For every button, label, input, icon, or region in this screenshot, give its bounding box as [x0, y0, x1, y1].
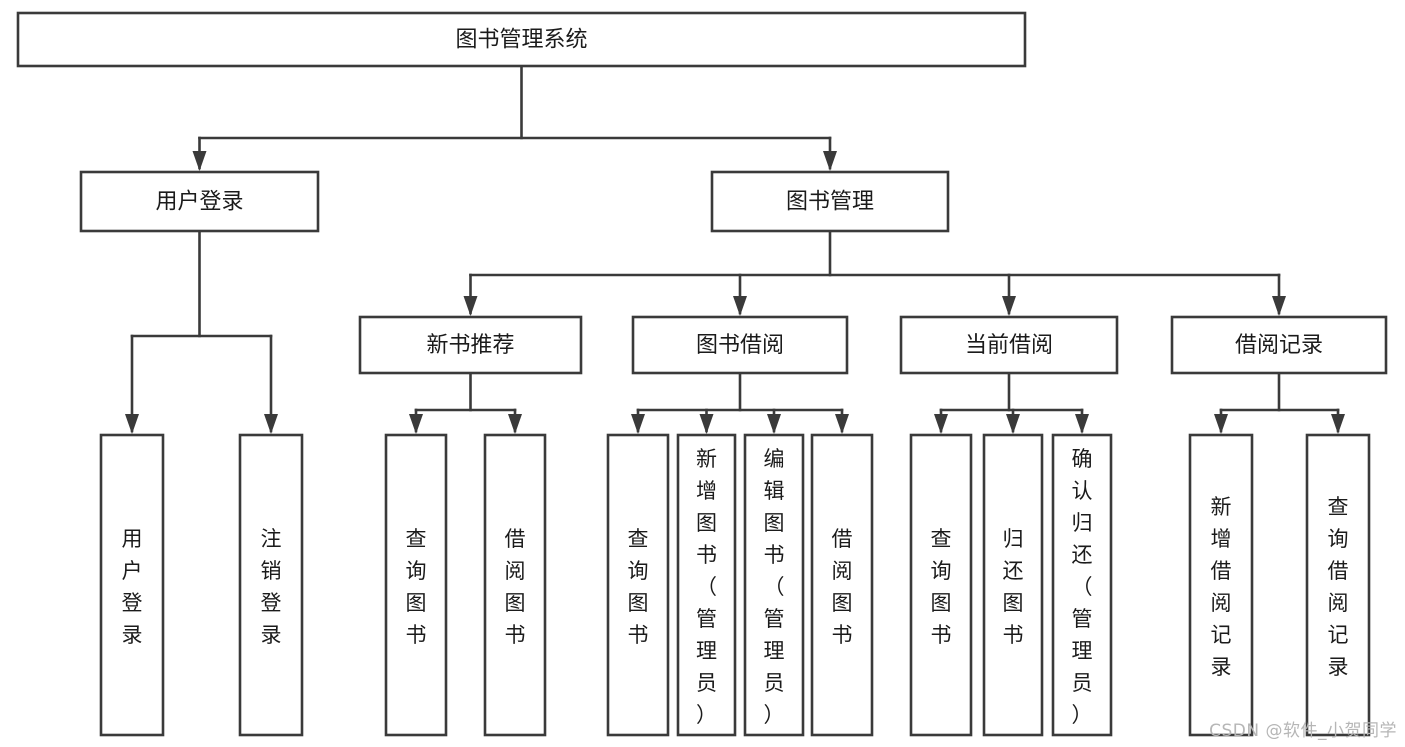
- arrow-head-icon: [1075, 414, 1089, 434]
- node-rect: [743, 433, 805, 737]
- node-level3-图书借阅[interactable]: 图书借阅: [631, 315, 849, 375]
- node-label: 用户登录: [155, 190, 243, 215]
- node-leaf-查询图书[interactable]: 查询图书: [384, 433, 448, 737]
- arrow-head-icon: [264, 414, 278, 434]
- node-rect: [909, 433, 973, 737]
- node-label: 注销登录: [261, 527, 282, 647]
- node-level2-用户登录[interactable]: 用户登录: [79, 170, 320, 233]
- node-label: 确认归还（管理员）: [1072, 447, 1093, 727]
- arrow-head-icon: [1331, 414, 1345, 434]
- node-level2-图书管理[interactable]: 图书管理: [710, 170, 950, 233]
- arrow-head-icon: [1006, 414, 1020, 434]
- csdn-watermark: CSDN @软件_小贺同学: [1209, 721, 1397, 741]
- node-level3-借阅记录[interactable]: 借阅记录: [1170, 315, 1388, 375]
- node-label: 图书管理系统: [455, 28, 587, 53]
- node-level3-新书推荐[interactable]: 新书推荐: [358, 315, 583, 375]
- node-level3-当前借阅[interactable]: 当前借阅: [899, 315, 1119, 375]
- node-rect: [1051, 433, 1113, 737]
- node-label: 借阅图书: [832, 527, 853, 647]
- node-rect: [238, 433, 304, 737]
- node-leaf-新增图书管理员[interactable]: 新增图书（管理员）: [676, 433, 737, 737]
- node-rect: [710, 170, 950, 233]
- node-label: 当前借阅: [965, 333, 1053, 358]
- node-label: 编辑图书（管理员）: [764, 447, 785, 727]
- node-leaf-归还图书[interactable]: 归还图书: [982, 433, 1044, 737]
- node-label: 归还图书: [1003, 527, 1024, 647]
- node-rect: [899, 315, 1119, 375]
- node-rect: [358, 315, 583, 375]
- node-label: 新增图书（管理员）: [696, 447, 717, 727]
- arrow-head-icon: [409, 414, 423, 434]
- node-label: 查询图书: [406, 527, 427, 647]
- node-label: 借阅记录: [1235, 333, 1323, 358]
- node-rect: [810, 433, 874, 737]
- node-label: 图书借阅: [696, 333, 784, 358]
- node-rect: [631, 315, 849, 375]
- arrow-head-icon: [934, 414, 948, 434]
- node-rect: [1305, 433, 1371, 737]
- arrow-head-icon: [1272, 296, 1286, 316]
- node-leaf-借阅图书[interactable]: 借阅图书: [483, 433, 547, 737]
- node-label: 用户登录: [122, 527, 143, 647]
- arrow-head-icon: [1214, 414, 1228, 434]
- arrow-head-icon: [733, 296, 747, 316]
- node-rect: [79, 170, 320, 233]
- node-label: 新书推荐: [426, 333, 514, 358]
- arrow-head-icon: [125, 414, 139, 434]
- node-leaf-用户登录[interactable]: 用户登录: [99, 433, 165, 737]
- node-leaf-编辑图书管理员[interactable]: 编辑图书（管理员）: [743, 433, 805, 737]
- arrow-head-icon: [463, 296, 478, 316]
- arrow-head-icon: [508, 414, 522, 434]
- node-label: 借阅图书: [505, 527, 526, 647]
- node-rect: [483, 433, 547, 737]
- arrow-head-icon: [699, 414, 714, 434]
- node-label: 图书管理: [786, 190, 874, 215]
- node-rect: [16, 11, 1027, 68]
- arrow-head-icon: [1002, 296, 1016, 316]
- arrow-head-icon: [767, 414, 781, 434]
- node-root-图书管理系统[interactable]: 图书管理系统: [16, 11, 1027, 68]
- arrow-head-icon: [823, 151, 837, 171]
- node-rect: [606, 433, 670, 737]
- node-rect: [676, 433, 737, 737]
- connector-lines: [125, 64, 1345, 434]
- node-rect: [1188, 433, 1254, 737]
- node-rect: [982, 433, 1044, 737]
- node-leaf-注销登录[interactable]: 注销登录: [238, 433, 304, 737]
- arrow-head-icon: [631, 414, 645, 434]
- node-leaf-查询借阅记录[interactable]: 查询借阅记录: [1305, 433, 1371, 737]
- node-label: 新增借阅记录: [1211, 495, 1232, 679]
- node-rect: [99, 433, 165, 737]
- node-boxes: 图书管理系统用户登录图书管理新书推荐图书借阅当前借阅借阅记录用户登录注销登录查询…: [16, 11, 1388, 737]
- node-label: 查询图书: [931, 527, 952, 647]
- node-leaf-查询图书[interactable]: 查询图书: [909, 433, 973, 737]
- arrow-head-icon: [835, 414, 849, 434]
- node-leaf-借阅图书[interactable]: 借阅图书: [810, 433, 874, 737]
- node-label: 查询借阅记录: [1328, 495, 1349, 679]
- node-rect: [1170, 315, 1388, 375]
- arrow-head-icon: [192, 151, 207, 171]
- node-leaf-确认归还管理员[interactable]: 确认归还（管理员）: [1051, 433, 1113, 737]
- node-label: 查询图书: [628, 527, 649, 647]
- node-leaf-查询图书[interactable]: 查询图书: [606, 433, 670, 737]
- node-rect: [384, 433, 448, 737]
- node-leaf-新增借阅记录[interactable]: 新增借阅记录: [1188, 433, 1254, 737]
